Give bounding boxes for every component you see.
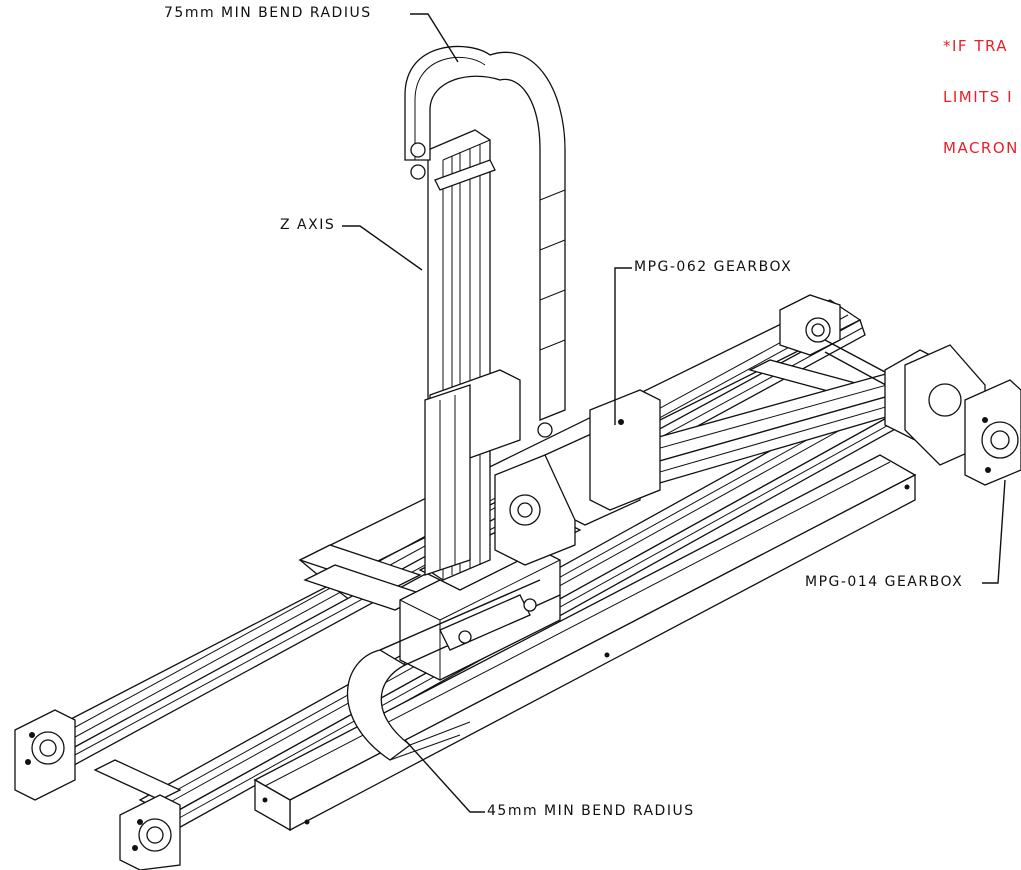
bottom-chain-bend-radius-label: 45mm MIN BEND RADIUS xyxy=(487,803,695,819)
y-gearbox-assembly xyxy=(824,339,1021,486)
leader-lines xyxy=(342,13,1006,813)
z-gearbox-assembly xyxy=(494,389,661,566)
red-note: *IF TRA LIMITS I MACRON xyxy=(943,4,1019,174)
red-note-line-3: MACRON xyxy=(943,139,1019,157)
red-note-line-2: LIMITS I xyxy=(943,88,1014,106)
end-block-left-2 xyxy=(119,794,181,870)
mpg-062-gearbox-label: MPG-062 GEARBOX xyxy=(634,259,793,275)
z-axis-column xyxy=(424,129,521,581)
mpg-014-gearbox-label: MPG-014 GEARBOX xyxy=(805,574,964,590)
end-block-left-1 xyxy=(14,709,76,801)
top-cable-chain xyxy=(404,45,566,438)
bottom-cable-chain xyxy=(346,579,561,761)
chain-trough xyxy=(253,454,917,832)
red-note-line-1: *IF TRA xyxy=(943,37,1009,55)
z-axis-label: Z AXIS xyxy=(280,217,336,233)
top-chain-bend-radius-label: 75mm MIN BEND RADIUS xyxy=(164,5,372,21)
